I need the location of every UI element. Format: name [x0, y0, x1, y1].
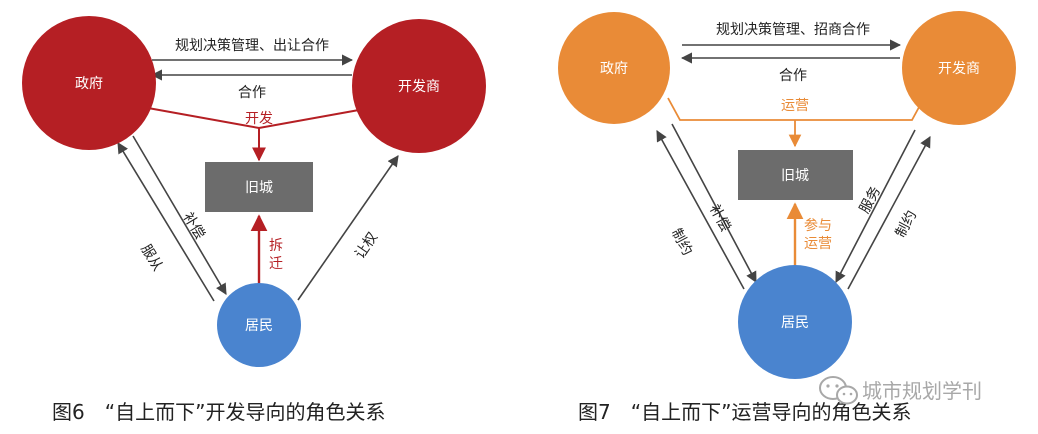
diagram-left: 规划决策管理、出让合作 合作 开发 补偿 服从 让权 拆 迁 政府 开发商 旧城…: [22, 16, 486, 424]
caption-fig6: 图6 “自上而下”开发导向的角色关系: [52, 400, 385, 424]
node-old-city-r: [738, 150, 853, 200]
label-bottom-arrow: 合作: [238, 85, 266, 101]
arrow-gov-to-residents: [132, 135, 227, 295]
label-constraint-right: 制约: [893, 208, 920, 240]
node-developer: [352, 19, 486, 153]
node-government: [22, 16, 156, 150]
label-compensation: 补偿: [179, 210, 207, 242]
arrow-residents-to-gov-r: [656, 130, 745, 290]
label-top-arrow: 规划决策管理、出让合作: [175, 37, 329, 54]
diagram-right: 规划决策管理、招商合作 合作 运营 补偿 制约 服务 制约 参与 运营 政府 开…: [558, 11, 1016, 424]
arrow-residents-to-dev-r: [847, 136, 931, 290]
label-compensation-r: 补偿: [706, 202, 733, 234]
node-developer-label-r: 开发商: [938, 61, 980, 77]
label-service: 服务: [857, 184, 884, 216]
node-residents: [217, 283, 301, 367]
operate-connector: [667, 97, 925, 121]
label-develop: 开发: [245, 111, 273, 127]
label-demolish-1: 拆: [269, 238, 283, 254]
label-top-arrow-r: 规划决策管理、招商合作: [716, 21, 870, 38]
arrow-residents-to-gov: [117, 142, 215, 302]
label-participate-2: 运营: [804, 236, 832, 252]
watermark-text: 城市规划学刊: [862, 379, 982, 403]
node-government-label-r: 政府: [600, 61, 628, 77]
node-developer-label: 开发商: [398, 79, 440, 95]
node-developer-r: [902, 11, 1016, 125]
label-demolish-2: 迁: [269, 256, 283, 272]
label-constraint-left: 制约: [668, 226, 695, 258]
node-old-city: [205, 162, 313, 212]
node-residents-label-r: 居民: [781, 315, 809, 331]
label-operate: 运营: [781, 98, 809, 114]
label-obey: 服从: [137, 242, 165, 274]
label-bottom-arrow-r: 合作: [779, 68, 807, 84]
node-old-city-label-r: 旧城: [781, 168, 809, 184]
node-old-city-label: 旧城: [245, 180, 273, 196]
node-residents-r: [738, 265, 852, 379]
arrow-dev-to-residents-r: [835, 129, 916, 283]
arrow-residents-to-developer: [297, 155, 399, 301]
label-yield-rights: 让权: [352, 230, 381, 262]
wechat-icon: [819, 376, 858, 405]
node-government-label: 政府: [75, 76, 103, 92]
arrow-gov-to-residents-r: [671, 123, 757, 283]
node-residents-label: 居民: [245, 318, 273, 334]
caption-fig7: 图7 “自上而下”运营导向的角色关系: [578, 400, 911, 424]
node-government-r: [558, 12, 670, 124]
label-participate-1: 参与: [804, 217, 832, 234]
watermark: 城市规划学刊: [819, 376, 982, 405]
